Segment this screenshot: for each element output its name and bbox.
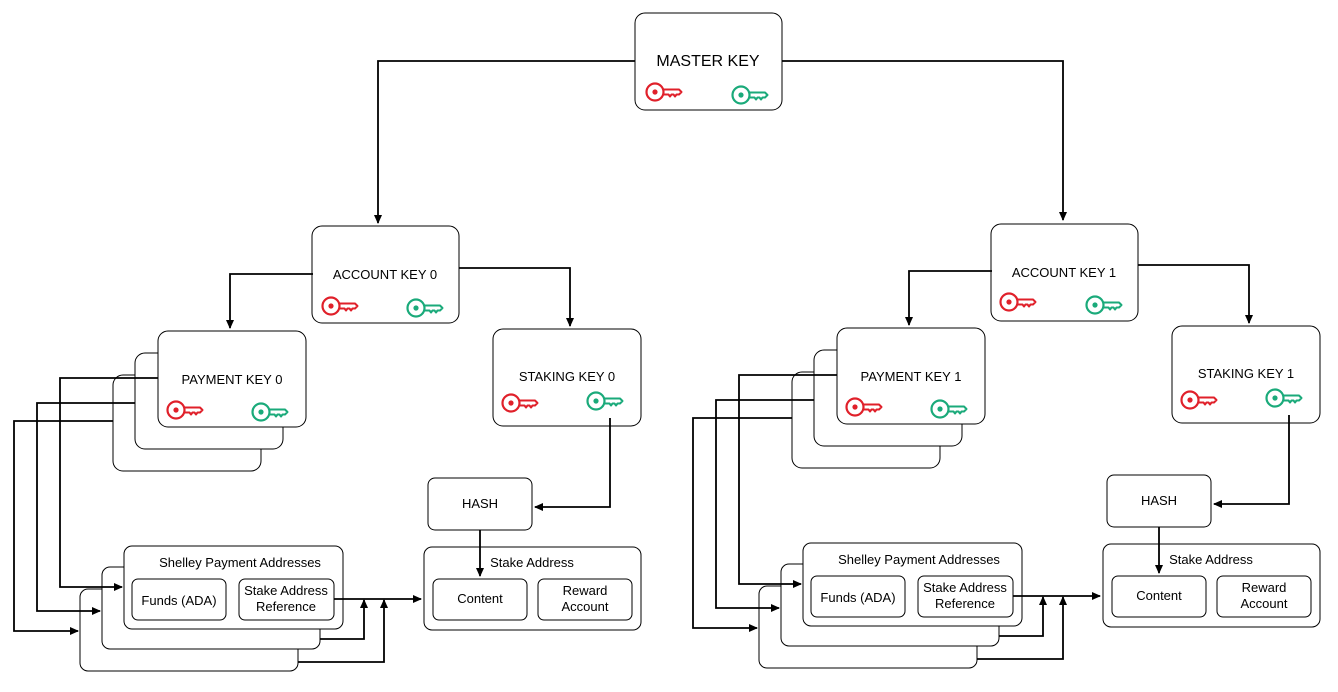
- staking-key-label: STAKING KEY 1: [1198, 366, 1294, 381]
- account-1-subtree: [693, 265, 1320, 668]
- funds-label: Funds (ADA): [141, 593, 216, 608]
- stake-address-reference-label-line1: Stake Address: [244, 583, 328, 598]
- content-label: Content: [1136, 588, 1182, 603]
- account-0-subtree: [14, 268, 641, 671]
- funds-label: Funds (ADA): [820, 590, 895, 605]
- shelley-payment-addresses-title: Shelley Payment Addresses: [159, 555, 321, 570]
- reward-account-label-line2: Account: [562, 599, 609, 614]
- reward-account-label-line2: Account: [1241, 596, 1288, 611]
- staking-key-label: STAKING KEY 0: [519, 369, 615, 384]
- account-0-branch: ACCOUNT KEY 0 PAYMENT KEY 0 STAKING KEY …: [14, 225, 641, 671]
- master-to-account-1-arrow: [782, 60, 1067, 221]
- payment-key-label: PAYMENT KEY 0: [182, 372, 283, 387]
- account-1-branch: ACCOUNT KEY 1 PAYMENT KEY 1 STAKING KEY …: [693, 223, 1320, 668]
- payment-key-label: PAYMENT KEY 1: [861, 369, 962, 384]
- reward-account-label-line1: Reward: [563, 583, 608, 598]
- hash-label: HASH: [462, 496, 498, 511]
- stake-address-reference-label-line2: Reference: [256, 599, 316, 614]
- stake-address-title: Stake Address: [490, 555, 574, 570]
- account-key-node: [990, 223, 1139, 322]
- stake-address-reference-label-line2: Reference: [935, 596, 995, 611]
- hash-label: HASH: [1141, 493, 1177, 508]
- account-key-label: ACCOUNT KEY 0: [333, 267, 437, 282]
- content-label: Content: [457, 591, 503, 606]
- stake-address-title: Stake Address: [1169, 552, 1253, 567]
- shelley-payment-addresses-title: Shelley Payment Addresses: [838, 552, 1000, 567]
- stake-address-reference-label-line1: Stake Address: [923, 580, 1007, 595]
- master-key-label: MASTER KEY: [656, 53, 759, 70]
- master-to-account-0-arrow: [374, 60, 635, 224]
- account-key-label: ACCOUNT KEY 1: [1012, 265, 1116, 280]
- reward-account-label-line1: Reward: [1242, 580, 1287, 595]
